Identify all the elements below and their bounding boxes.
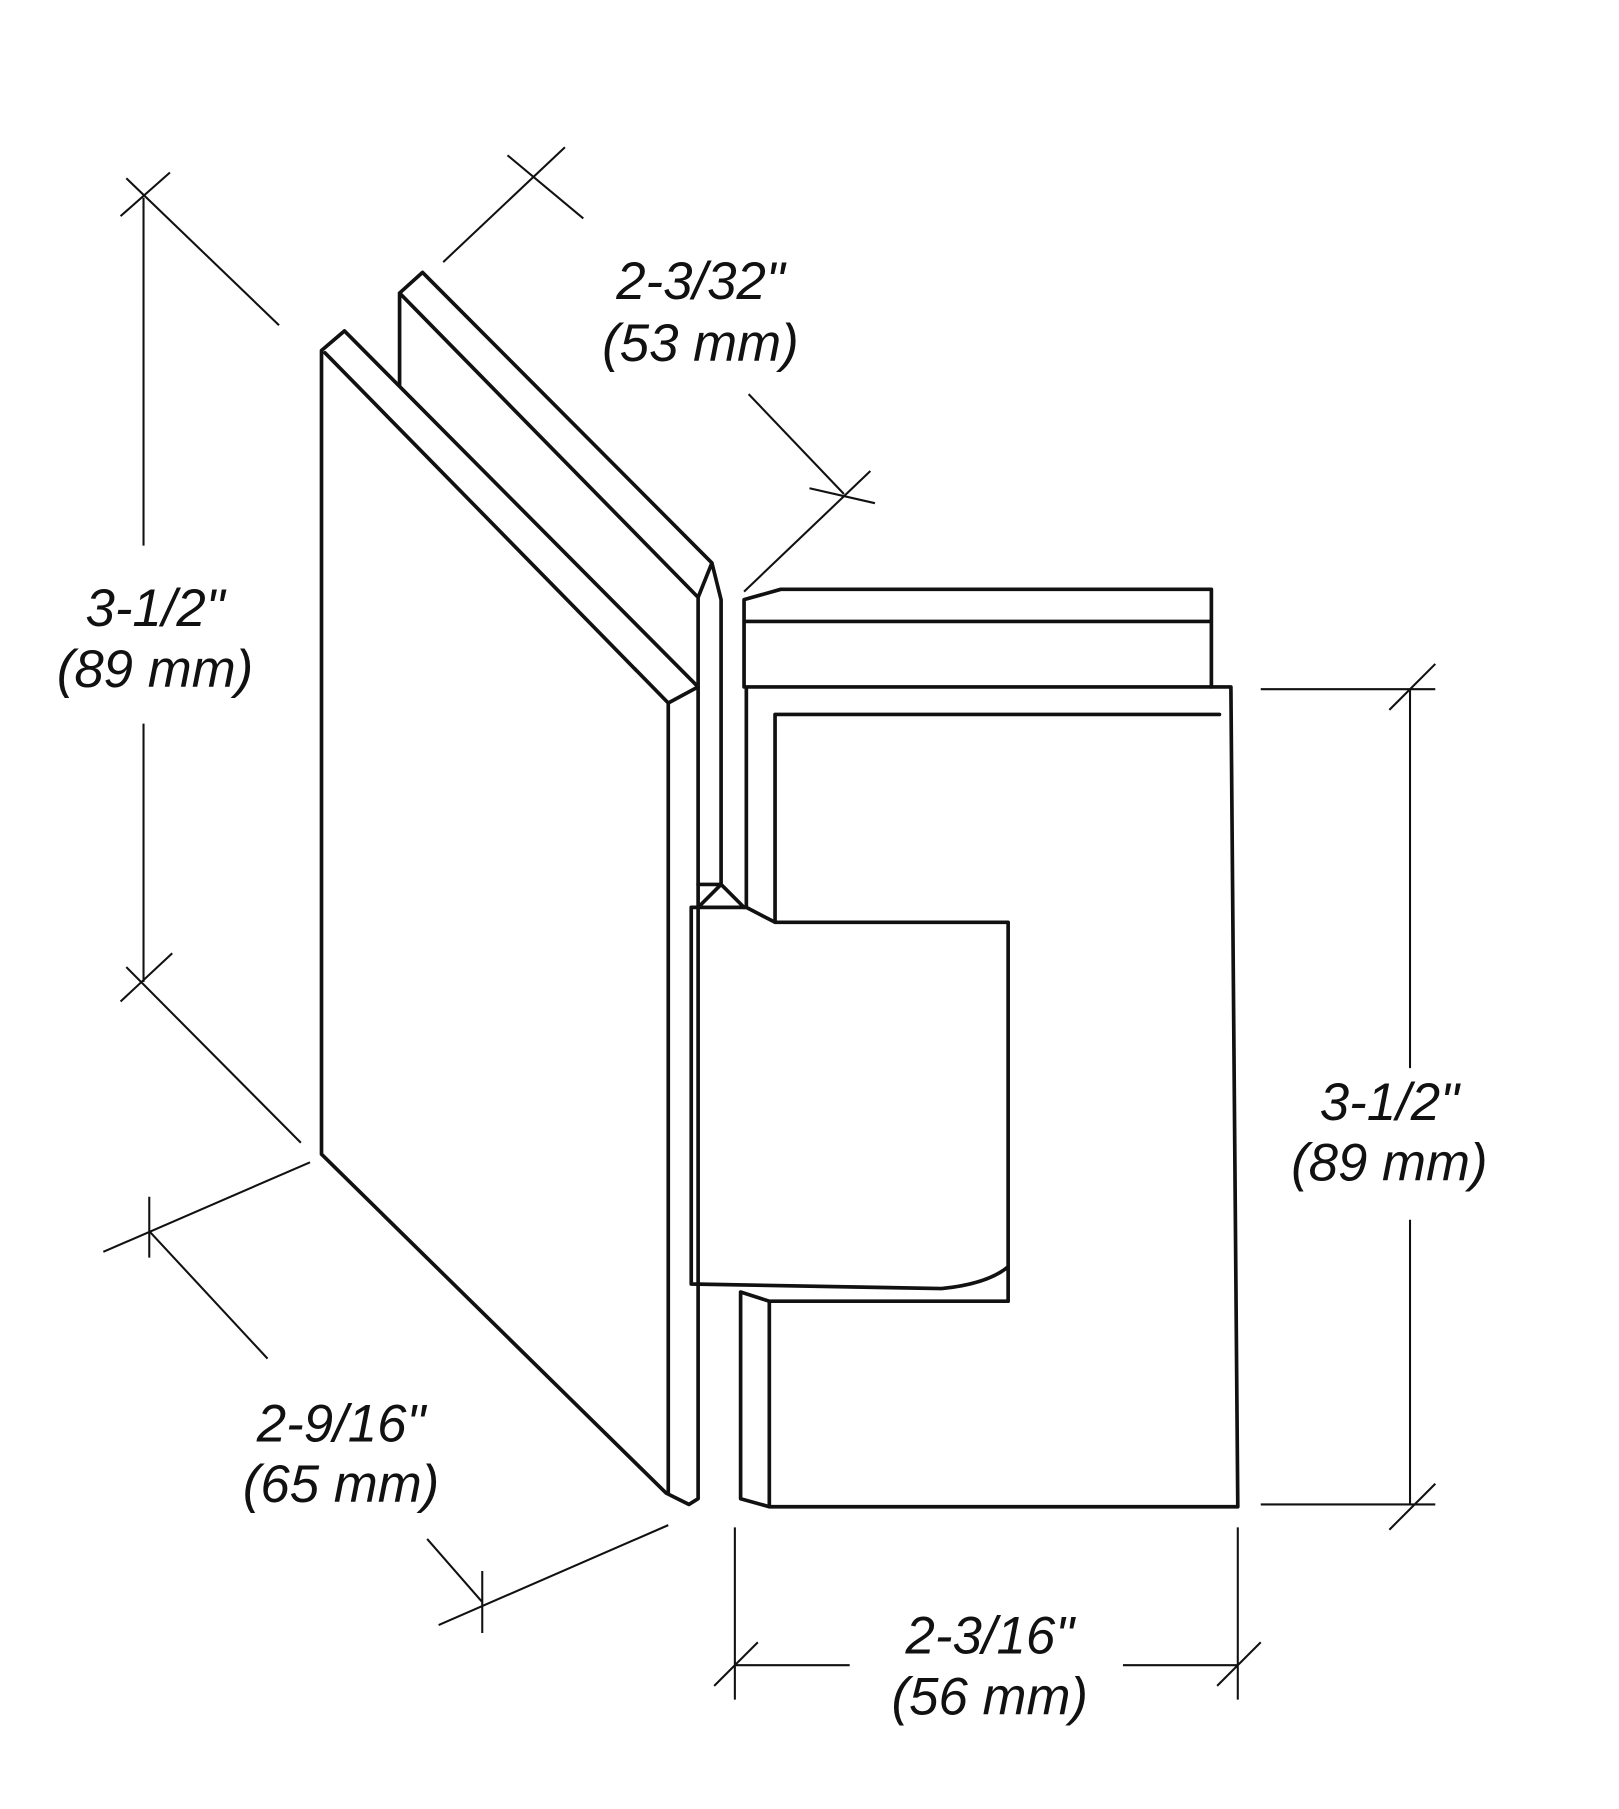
label-height-left-imperial: 3-1/2": [85, 579, 226, 638]
label-depth-left-metric: (65 mm): [243, 1455, 440, 1514]
hinge-pivot-block: [689, 905, 1010, 1291]
hinge-top-cap: [742, 587, 1214, 689]
dim-depth-left: [102, 1161, 669, 1634]
hinge-outline: [319, 270, 1240, 1509]
label-width-bottom-metric: (56 mm): [892, 1668, 1089, 1727]
dim-width-bottom: [713, 1527, 1262, 1700]
dim-glass-top: [442, 146, 876, 593]
label-glass-top-metric: (53 mm): [602, 314, 799, 373]
label-height-left-metric: (89 mm): [57, 640, 254, 699]
back-glass-plate: [397, 270, 746, 910]
label-height-right-metric: (89 mm): [1291, 1134, 1488, 1193]
label-height-right-imperial: 3-1/2": [1320, 1073, 1461, 1132]
dim-height-left: [119, 171, 302, 1144]
label-glass-top-imperial: 2-3/32": [615, 252, 787, 311]
dimension-labels: 2-3/32" (53 mm) 3-1/2" (89 mm) 3-1/2" (8…: [57, 252, 1488, 1727]
hinge-body: [738, 685, 1240, 1509]
label-width-bottom-imperial: 2-3/16": [905, 1607, 1077, 1666]
dimension-lines: [102, 146, 1437, 1700]
dim-height-right: [1260, 663, 1437, 1531]
front-glass-plate: [319, 329, 700, 1507]
label-depth-left-imperial: 2-9/16": [256, 1394, 428, 1453]
